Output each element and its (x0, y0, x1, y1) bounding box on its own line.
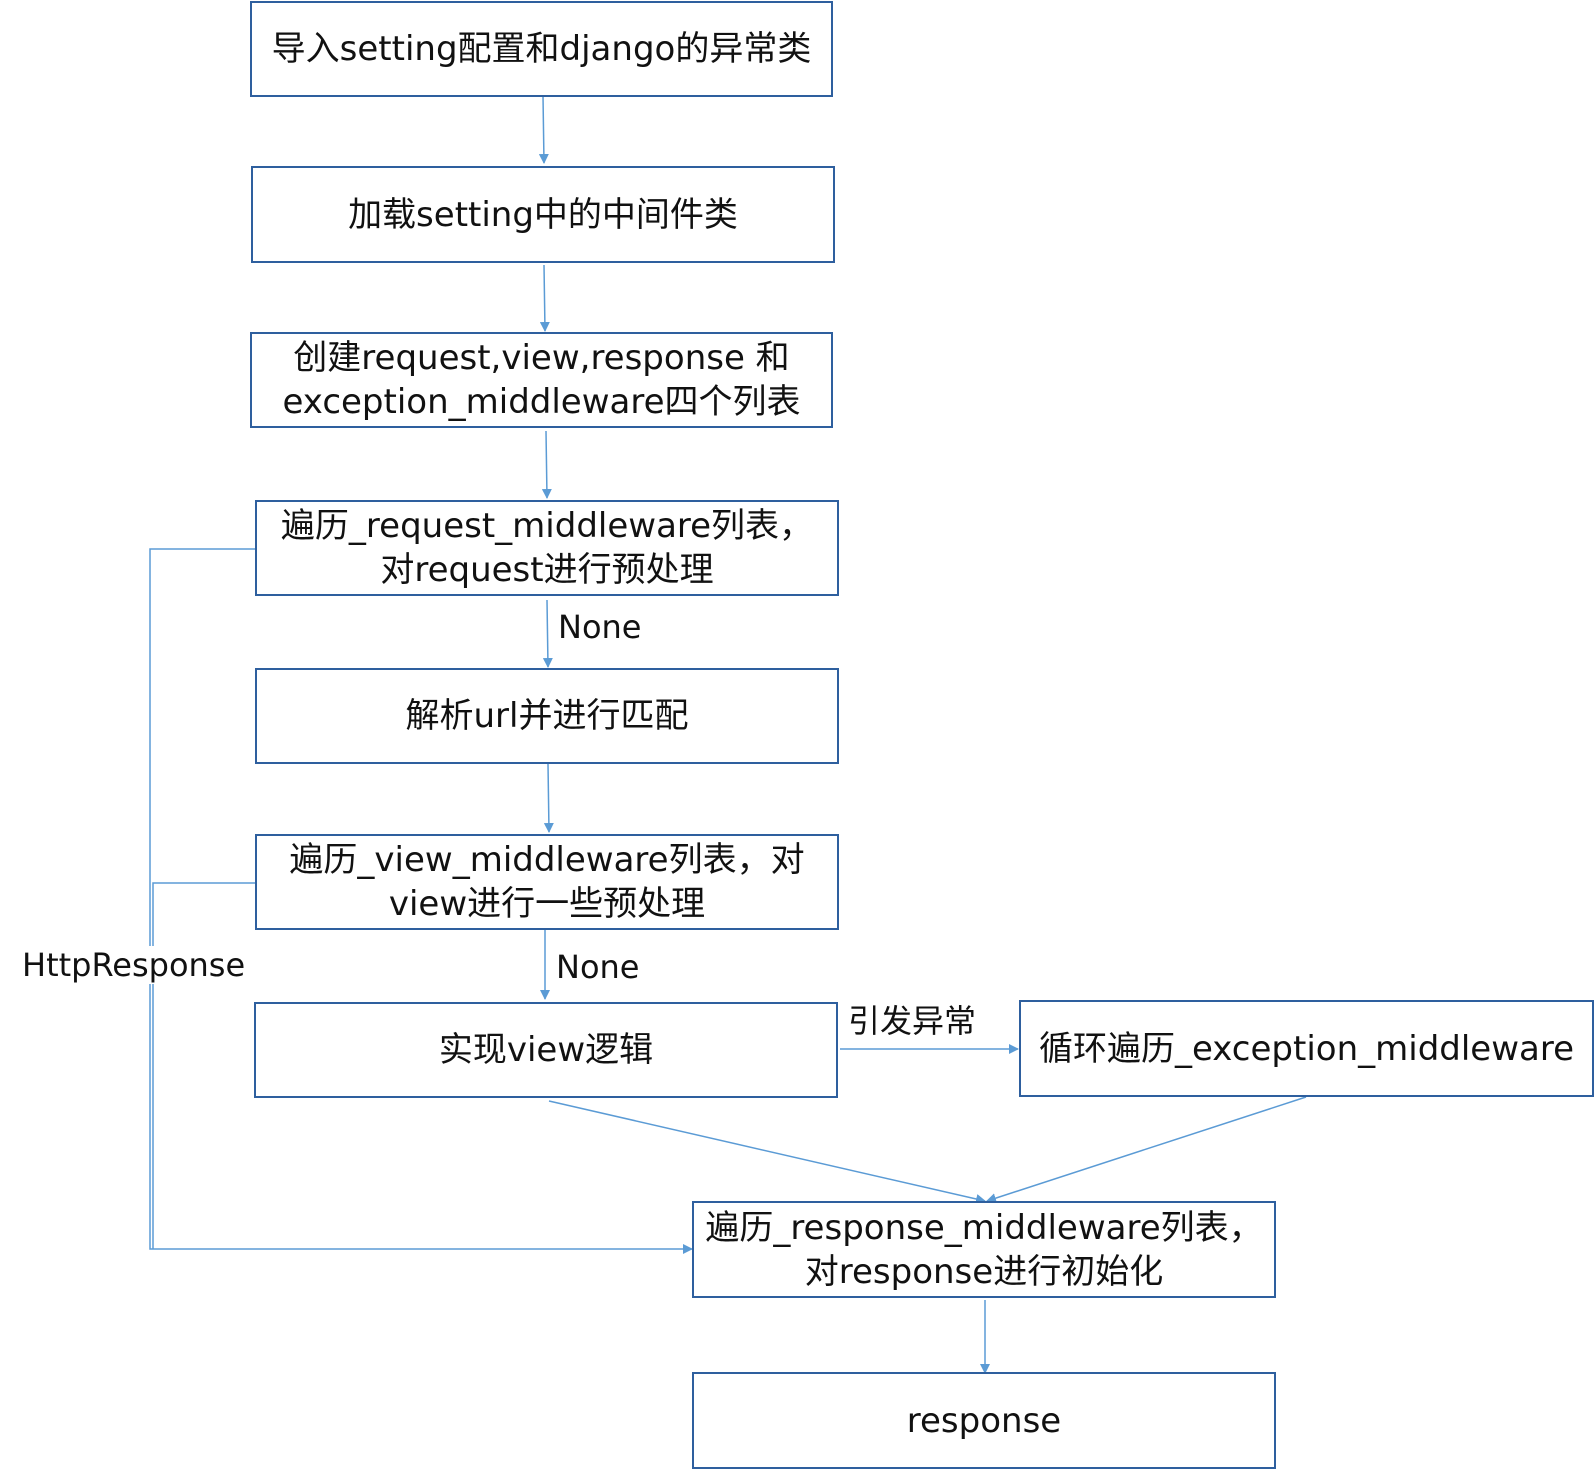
edge-resolve-to-view-mw (543, 763, 554, 833)
node-response: response (692, 1372, 1276, 1469)
node-response-middleware-line-1: 遍历_response_middleware列表， (705, 1207, 1263, 1248)
node-import-settings-text: 导入setting配置和django的异常类 (271, 29, 812, 69)
edge-label-none-2: None (556, 948, 640, 986)
node-response-text: response (906, 1400, 1062, 1441)
edge-load-to-create (539, 264, 550, 332)
node-view-middleware: 遍历_view_middleware列表，对 view进行一些预处理 (255, 834, 839, 930)
node-create-lists-line-2: exception_middleware四个列表 (282, 382, 801, 422)
node-create-lists: 创建request,view,response 和 exception_midd… (250, 332, 833, 428)
node-view-middleware-line-1: 遍历_view_middleware列表，对 (289, 840, 805, 880)
edge-request-mw-bypass (149, 548, 693, 1254)
node-load-middleware: 加载setting中的中间件类 (251, 166, 835, 263)
edge-import-to-load (538, 95, 549, 164)
node-import-settings: 导入setting配置和django的异常类 (250, 1, 833, 97)
node-view-logic: 实现view逻辑 (254, 1002, 838, 1098)
node-exception-middleware-text: 循环遍历_exception_middleware (1038, 1028, 1575, 1069)
node-view-middleware-line-2: view进行一些预处理 (388, 884, 706, 924)
edge-create-to-request (541, 430, 552, 499)
edge-label-none-1: None (558, 608, 642, 646)
node-view-logic-text: 实现view逻辑 (438, 1030, 654, 1070)
node-request-middleware: 遍历_request_middleware列表， 对request进行预处理 (255, 500, 839, 596)
node-load-middleware-text: 加载setting中的中间件类 (348, 194, 738, 235)
node-resolve-url-text: 解析url并进行匹配 (405, 696, 689, 736)
edge-exception-to-response-mw (986, 1096, 1307, 1203)
node-request-middleware-line-2: 对request进行预处理 (380, 550, 714, 590)
edge-view-mw-bypass (152, 882, 255, 1249)
edge-request-to-resolve (542, 599, 553, 668)
node-response-middleware-line-2: 对response进行初始化 (804, 1251, 1164, 1292)
edge-label-raise-exception: 引发异常 (848, 1002, 977, 1040)
node-resolve-url: 解析url并进行匹配 (255, 668, 839, 764)
edge-view-logic-to-response-mw (548, 1100, 986, 1204)
node-request-middleware-line-1: 遍历_request_middleware列表， (280, 506, 814, 546)
node-exception-middleware: 循环遍历_exception_middleware (1019, 1000, 1594, 1097)
edge-label-http-response: HttpResponse (22, 946, 246, 984)
node-response-middleware: 遍历_response_middleware列表， 对response进行初始化 (692, 1201, 1276, 1298)
node-create-lists-line-1: 创建request,view,response 和 (293, 338, 790, 378)
